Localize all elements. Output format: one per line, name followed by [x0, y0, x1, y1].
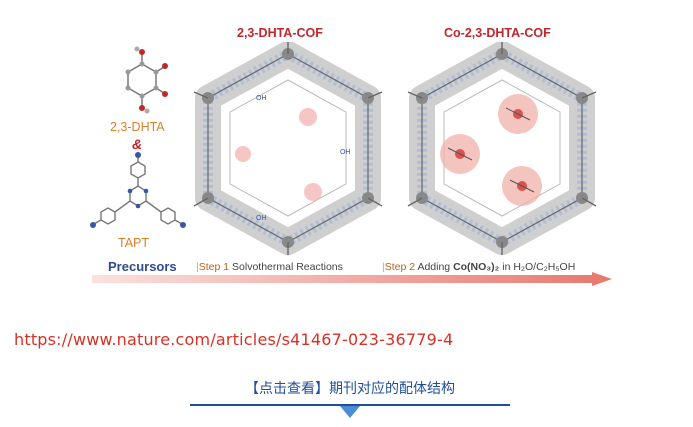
step2-reagent: Co(NO₃)₂ [453, 261, 500, 273]
svg-text:OH: OH [256, 95, 267, 102]
step2-solvent: in H₂O/C₂H₅OH [502, 261, 576, 273]
label-tapt: TAPT [118, 236, 150, 250]
ampersand: & [132, 136, 143, 152]
step2-text: Adding [417, 261, 451, 273]
title-co-dhta-cof: Co-2,3-DHTA-COF [444, 26, 551, 40]
label-dhta: 2,3-DHTA [110, 120, 165, 134]
step2-prefix: Step 2 [384, 261, 416, 273]
step1-prefix: Step 1 [198, 261, 230, 273]
cobalt-site-left [440, 134, 480, 174]
article-link[interactable]: https://www.nature.com/articles/s41467-0… [14, 330, 454, 349]
cobalt-site-bottom [502, 166, 542, 206]
cta-label[interactable]: 【点击查看】期刊对应的配体结构 [245, 381, 455, 397]
view-ligand-structure[interactable]: 【点击查看】期刊对应的配体结构 [190, 376, 510, 426]
tapt-molecule [90, 152, 186, 228]
triangle-down-icon [340, 406, 360, 418]
step2-label: |Step 2 Adding Co(NO₃)₂ in H₂O/C₂H₅OH [382, 261, 576, 273]
cof-framework-right [407, 42, 597, 255]
svg-text:OH: OH [256, 215, 267, 222]
dhta-molecule [125, 46, 168, 114]
svg-text:OH: OH [340, 149, 351, 156]
step1-label: |Step 1 Solvothermal Reactions [196, 261, 343, 273]
title-dhta-cof: 2,3-DHTA-COF [237, 26, 323, 40]
cof-synthesis-figure: 2,3-DHTA-COF Co-2,3-DHTA-COF 2,3-DHTA & … [90, 26, 612, 286]
process-arrow [92, 272, 612, 286]
cobalt-site-top [498, 94, 538, 134]
cof-framework-left: OH OH OH [193, 42, 383, 255]
precursors-label: Precursors [108, 259, 177, 274]
cta-underline [190, 404, 510, 406]
step1-text: Solvothermal Reactions [232, 261, 343, 273]
